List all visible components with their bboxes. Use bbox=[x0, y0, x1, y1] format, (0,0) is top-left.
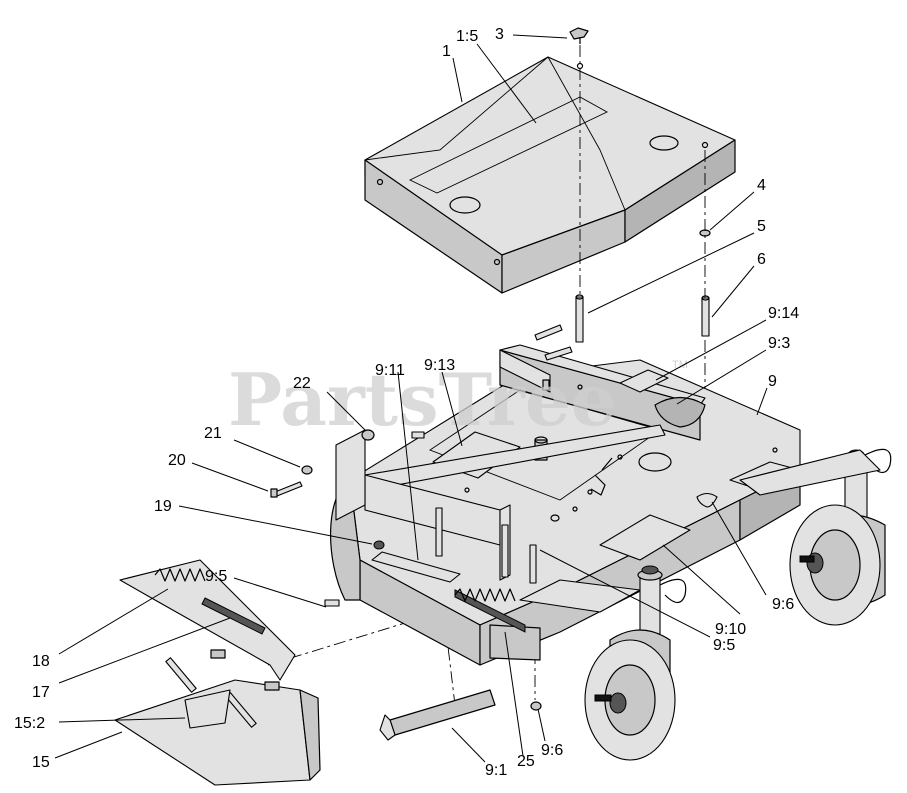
leader-lines bbox=[54, 34, 768, 763]
caster-wheel-left[interactable] bbox=[584, 565, 687, 761]
callout-9-3: 9:3 bbox=[768, 335, 790, 352]
nut-9-6-right[interactable] bbox=[696, 492, 718, 508]
callout-labels: 1 1:5 3 4 5 6 9:14 9:3 9 9:13 9:11 22 21… bbox=[14, 26, 799, 779]
callout-9-6-right: 9:6 bbox=[772, 596, 794, 613]
callout-5: 5 bbox=[757, 218, 766, 235]
discharge-chute[interactable] bbox=[114, 559, 321, 786]
callout-9-1: 9:1 bbox=[485, 762, 507, 779]
washer-part-21[interactable] bbox=[301, 465, 313, 475]
spring-part-25[interactable] bbox=[454, 588, 516, 602]
callout-22: 22 bbox=[293, 375, 311, 392]
callout-9-11: 9:11 bbox=[375, 362, 405, 379]
callout-15: 15 bbox=[32, 754, 50, 771]
callout-9-5-right: 9:5 bbox=[713, 637, 735, 654]
callout-9-5-left: 9:5 bbox=[205, 568, 227, 585]
spacer-part-6[interactable] bbox=[701, 295, 710, 337]
callout-15-2: 15:2 bbox=[14, 715, 45, 732]
pivot-rod-9-11[interactable] bbox=[371, 551, 526, 633]
watermark-trademark: TM bbox=[672, 359, 688, 371]
nut-part-19[interactable] bbox=[373, 540, 385, 550]
nut-part-22[interactable] bbox=[361, 429, 375, 441]
bracket-bolts[interactable] bbox=[534, 324, 573, 391]
deck-cover[interactable] bbox=[364, 56, 736, 294]
cover-knob[interactable] bbox=[569, 27, 589, 44]
bolt-part-20[interactable] bbox=[270, 481, 303, 498]
mower-deck[interactable] bbox=[330, 344, 801, 666]
callout-21: 21 bbox=[204, 425, 222, 442]
deck-bolts[interactable] bbox=[324, 431, 537, 607]
callout-6: 6 bbox=[757, 251, 766, 268]
callout-25: 25 bbox=[517, 753, 535, 770]
callout-18: 18 bbox=[32, 653, 50, 670]
callout-9-10: 9:10 bbox=[715, 621, 746, 638]
callout-9-14: 9:14 bbox=[768, 305, 799, 322]
callout-4: 4 bbox=[757, 177, 766, 194]
spacer-part-5[interactable] bbox=[575, 294, 584, 343]
callout-1-5: 1:5 bbox=[456, 28, 478, 45]
bracket-9-1[interactable] bbox=[379, 689, 496, 741]
callout-17: 17 bbox=[32, 684, 50, 701]
nut-9-6-bottom[interactable] bbox=[530, 701, 542, 711]
callout-9: 9 bbox=[768, 373, 777, 390]
caster-wheel-right[interactable] bbox=[739, 448, 892, 626]
decal-9-10 bbox=[599, 514, 691, 561]
callout-20: 20 bbox=[168, 452, 186, 469]
callout-9-6-bottom: 9:6 bbox=[541, 742, 563, 759]
watermark-text: PartsTree bbox=[228, 357, 616, 442]
callout-1: 1 bbox=[442, 43, 451, 60]
decal-9-14 bbox=[619, 369, 669, 393]
callout-3: 3 bbox=[495, 26, 504, 43]
callout-9-13: 9:13 bbox=[424, 357, 455, 374]
decal-9-3 bbox=[654, 396, 706, 428]
callout-19: 19 bbox=[154, 498, 172, 515]
